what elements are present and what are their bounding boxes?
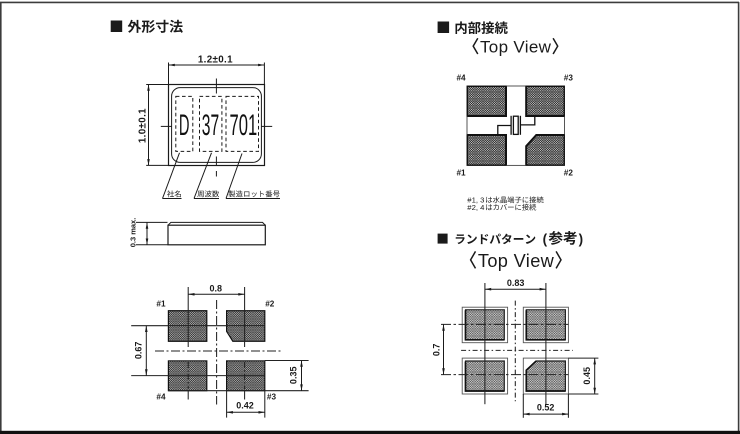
svg-text:0.42: 0.42 — [236, 400, 254, 410]
svg-text:D: D — [179, 109, 190, 142]
svg-text:0.67: 0.67 — [133, 342, 143, 360]
svg-text:1.2±0.1: 1.2±0.1 — [198, 54, 233, 65]
svg-text:Top View: Top View — [480, 38, 552, 57]
svg-text:#2: #2 — [564, 168, 574, 177]
svg-text:0.7: 0.7 — [431, 344, 441, 357]
svg-text:#3: #3 — [564, 74, 574, 83]
svg-text:(: ( — [543, 231, 548, 246]
svg-text:#1, 3: #1, 3 — [467, 196, 484, 205]
svg-text:#1: #1 — [156, 300, 166, 309]
svg-text:#2: #2 — [265, 300, 275, 309]
svg-text:Top View: Top View — [478, 251, 555, 271]
svg-text:#4: #4 — [457, 74, 467, 83]
svg-text:1.0±0.1: 1.0±0.1 — [137, 108, 148, 143]
svg-text:0.45: 0.45 — [582, 367, 592, 385]
svg-text:701: 701 — [230, 109, 258, 142]
svg-text:#3: #3 — [267, 392, 277, 401]
svg-text:#1: #1 — [457, 168, 467, 177]
svg-text:0.8: 0.8 — [210, 284, 223, 294]
svg-text:0.52: 0.52 — [537, 403, 555, 413]
svg-text:0.35: 0.35 — [289, 367, 299, 385]
svg-text:): ) — [579, 231, 584, 246]
svg-text:#4: #4 — [156, 392, 166, 401]
svg-text:#2, 4: #2, 4 — [467, 203, 485, 212]
svg-text:0.83: 0.83 — [507, 278, 525, 288]
svg-text:0.3 max.: 0.3 max. — [128, 218, 137, 248]
svg-text:37: 37 — [202, 109, 219, 142]
